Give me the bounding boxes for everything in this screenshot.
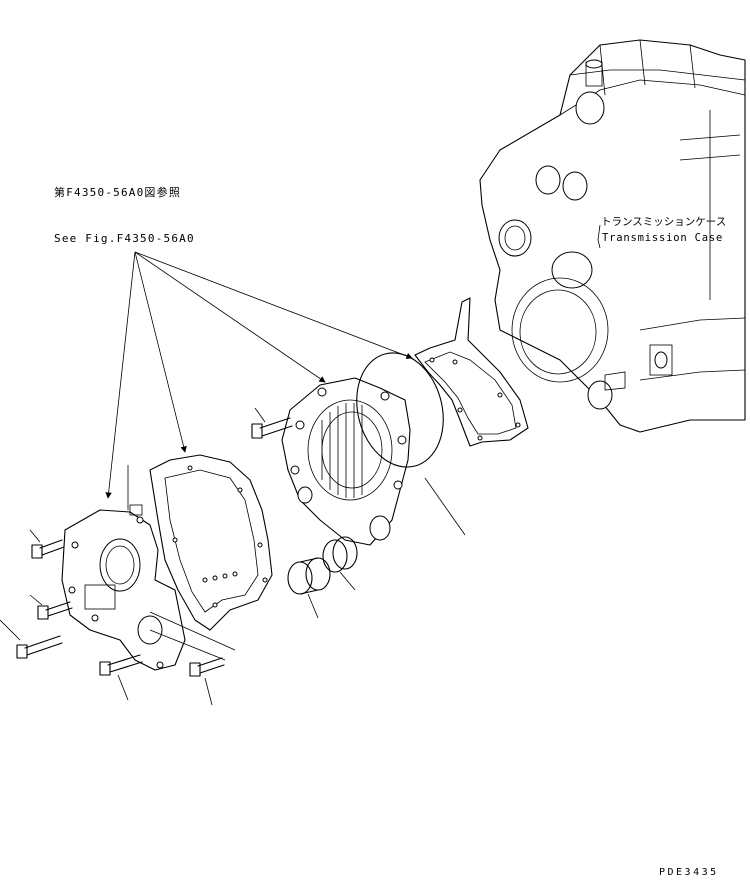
case-label-jp: トランスミッションケース [601,216,727,228]
drawing-number: PDE3435 [659,867,719,878]
case-gasket [414,297,529,447]
reference-arrows [105,251,413,499]
bushing [287,557,331,595]
cover-bolt [16,539,225,677]
transmission-case [479,39,746,433]
cover-gasket [149,454,273,631]
leader-lines [0,224,601,706]
reference-label-en: See Fig.F4350-56A0 [54,232,195,245]
reference-label-jp: 第F4350-56A0図参照 [54,186,182,199]
bolt [251,417,293,439]
ring [322,536,358,573]
pump-housing [281,377,411,546]
front-cover [61,504,186,671]
o-ring [356,352,444,468]
case-label-en: Transmission Case [602,232,724,244]
